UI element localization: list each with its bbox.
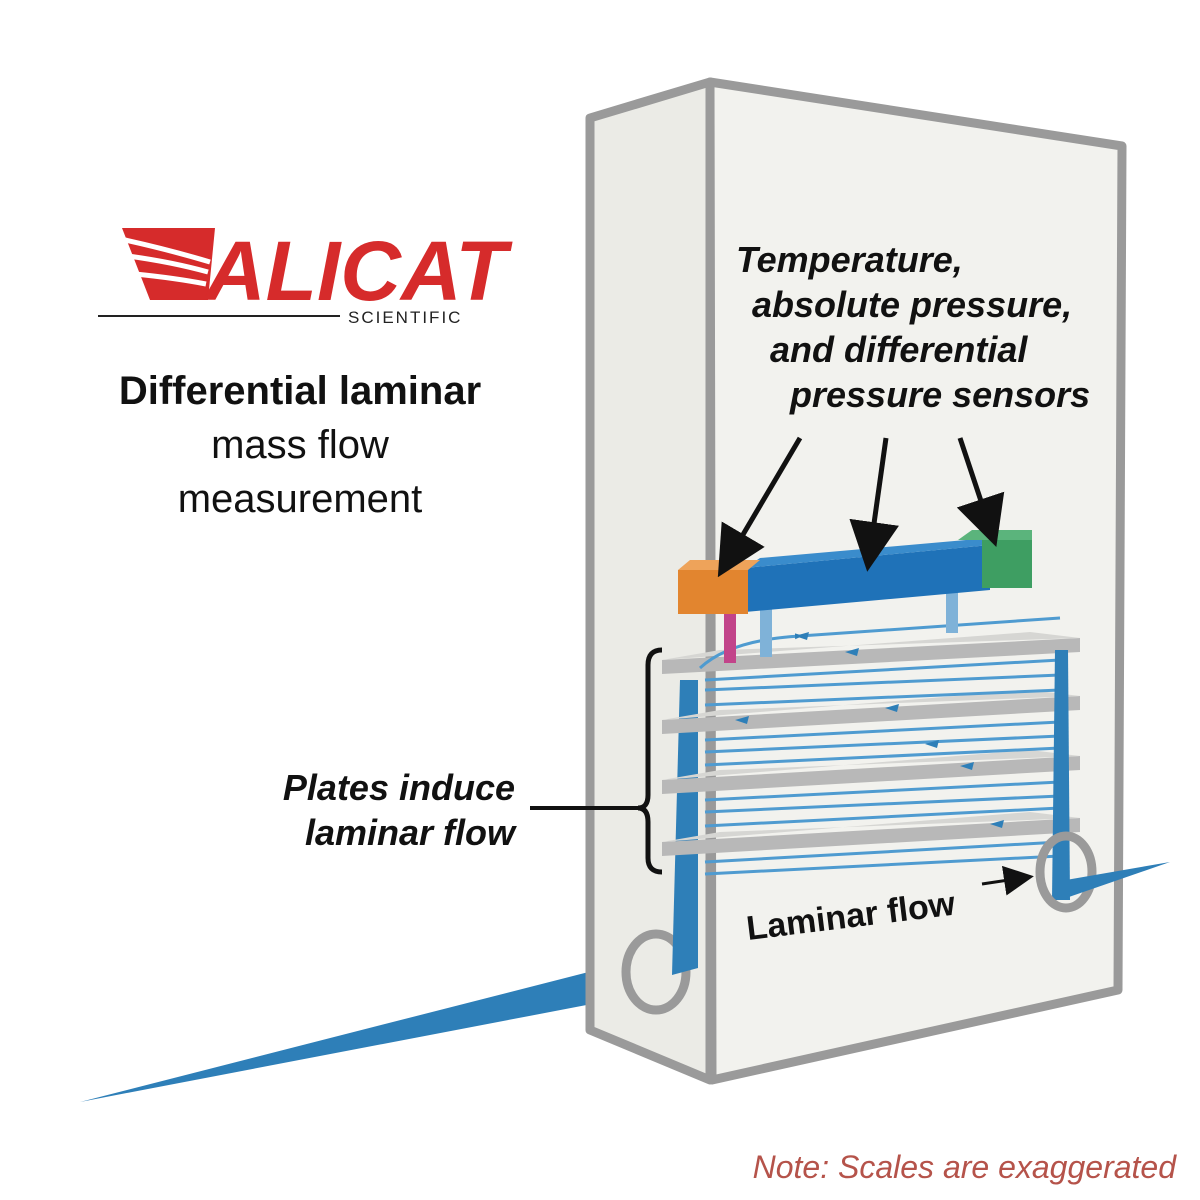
heading-line-1: Differential laminar: [119, 369, 481, 413]
pressure-sensor-bar: [745, 545, 990, 612]
plate-2: [662, 696, 1080, 734]
flow-arrow-icon: [960, 762, 974, 770]
sensors-callout: Temperature, absolute pressure, and diff…: [717, 239, 1090, 578]
flow-arrow-icon: [845, 648, 859, 656]
streamline: [704, 688, 1061, 707]
plate-4: [662, 818, 1080, 856]
plates-callout-line-1: Plates induce: [283, 767, 515, 808]
flow-streamlines: [698, 616, 1061, 876]
page-heading: Differential laminar mass flow measureme…: [119, 369, 481, 521]
housing-front-face: [705, 77, 1127, 1085]
flow-arrow-icon: [735, 716, 749, 724]
outlet-flow-beam: [1066, 862, 1170, 898]
inlet-channel: [672, 680, 698, 975]
heading-line-3: measurement: [178, 477, 423, 521]
plate-1: [662, 638, 1080, 674]
flow-arrow-icon: [885, 704, 899, 712]
plates-callout: Plates induce laminar flow: [283, 647, 663, 875]
logo-swoosh-icon: [122, 228, 215, 300]
streamline: [704, 806, 1061, 828]
streamline: [698, 616, 1061, 670]
sensors-callout-line-3: and differential: [770, 329, 1028, 370]
alicat-logo: ALICAT SCIENTIFIC: [98, 224, 513, 327]
streamline: [704, 854, 1061, 876]
differential-pressure-sensor: [982, 540, 1032, 588]
flow-arrow-icon: [795, 632, 809, 640]
sensor-assembly: [678, 530, 1032, 663]
sensors-callout-line-2: absolute pressure,: [752, 284, 1072, 325]
downstream-pressure-tap: [946, 585, 958, 633]
sensors-callout-line-1: Temperature,: [736, 239, 963, 280]
inlet-port-ring: [621, 929, 691, 1015]
scale-note: Note: Scales are exaggerated: [753, 1149, 1178, 1185]
streamline: [704, 746, 1061, 767]
streamline: [704, 658, 1061, 682]
laminar-plates: [662, 632, 1080, 856]
sensors-callout-line-4: pressure sensors: [789, 374, 1090, 415]
plates-bracket-icon: [637, 647, 663, 875]
outlet-channel: [1052, 650, 1070, 900]
temperature-sensor: [678, 570, 748, 614]
flow-direction-arrows: [735, 632, 1004, 828]
temperature-probe: [724, 605, 736, 663]
outlet-port-ring: [1035, 831, 1097, 913]
logo-wordmark: ALICAT: [203, 224, 513, 318]
plate-3: [662, 756, 1080, 794]
flow-arrow-icon: [925, 740, 939, 748]
upstream-pressure-tap: [760, 595, 772, 657]
logo-subtitle: SCIENTIFIC: [348, 308, 462, 327]
heading-line-2: mass flow: [211, 423, 389, 467]
streamline: [704, 734, 1061, 754]
plates-callout-line-2: laminar flow: [305, 812, 517, 853]
flow-arrow-icon: [990, 820, 1004, 828]
streamline: [704, 720, 1061, 742]
callout-arrow-pressure-icon: [849, 437, 899, 572]
inlet-flow-beam: [80, 955, 665, 1102]
callout-arrow-temperature-icon: [717, 436, 803, 578]
streamline: [704, 840, 1061, 864]
laminar-flow-arrow-icon: [981, 865, 1034, 896]
streamline: [704, 673, 1061, 692]
streamline: [704, 794, 1061, 814]
callout-arrow-differential-icon: [956, 437, 1005, 547]
streamline: [704, 780, 1061, 802]
